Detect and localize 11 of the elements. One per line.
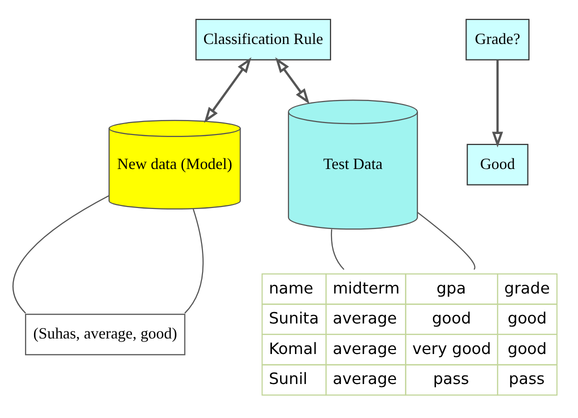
arrow: [204, 56, 252, 122]
node-box: Classification Rule: [195, 18, 332, 60]
node-box: Grade?: [466, 18, 530, 60]
node-box: Good: [466, 143, 528, 185]
node-box: (Suhas, average, good): [25, 313, 186, 355]
connector: [417, 211, 476, 270]
connector: [184, 208, 204, 314]
arrow: [275, 56, 310, 104]
connector: [12, 194, 110, 314]
connector: [330, 228, 344, 270]
arrow: [492, 59, 504, 147]
